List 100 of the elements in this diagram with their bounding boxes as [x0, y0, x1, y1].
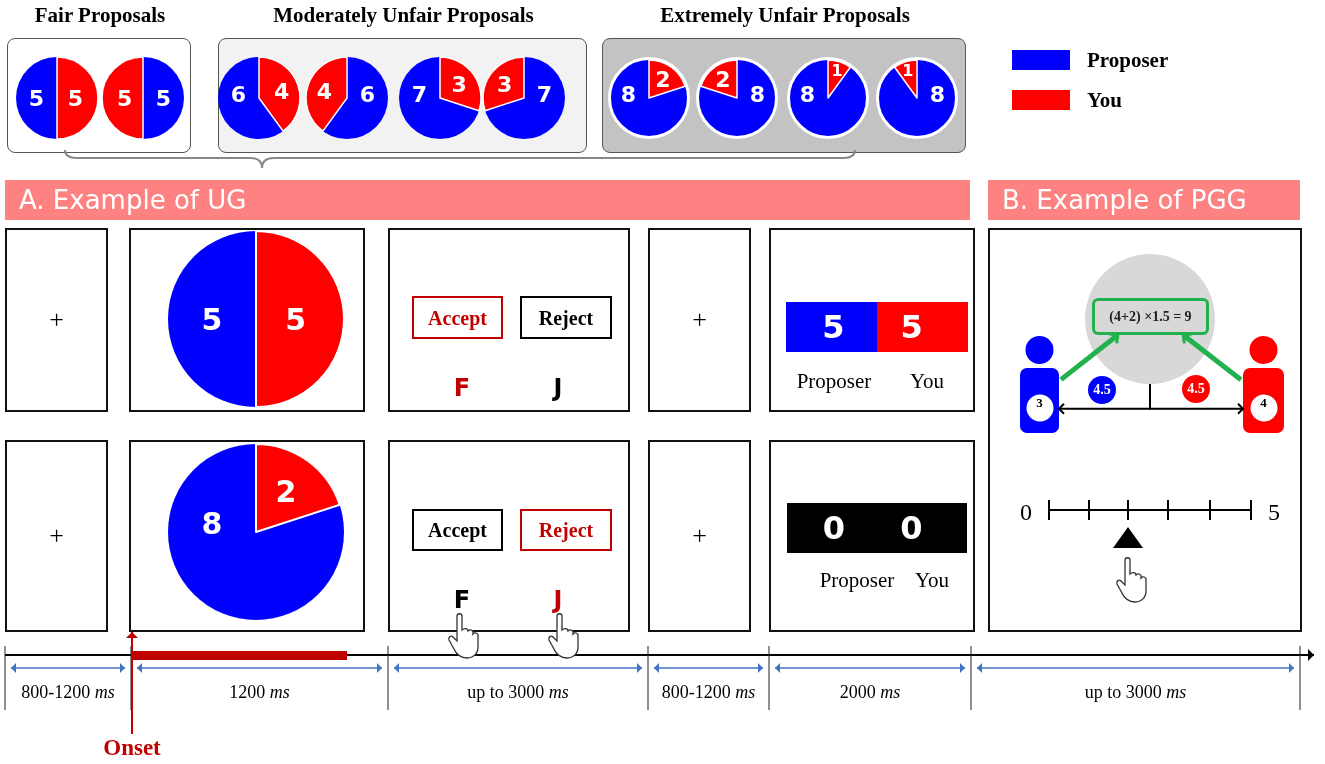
response-key-label: F — [453, 374, 471, 402]
pie-value-label: 8 — [201, 505, 223, 541]
duration-label: 800-1200 ms — [661, 681, 756, 703]
option-label: Reject — [538, 518, 594, 542]
onset-label: Onset — [103, 735, 161, 761]
player-label: Proposer — [796, 368, 872, 394]
legend-label: You — [1087, 87, 1123, 113]
stimulus-screen — [648, 228, 751, 412]
formula-box — [1092, 298, 1209, 335]
payoff-bar — [786, 302, 968, 352]
pie-stimulus — [787, 57, 869, 139]
pie-value-label: 2 — [275, 473, 297, 509]
fixation-cross: + — [692, 305, 707, 335]
pie-value-label: 3 — [497, 71, 513, 97]
pie-value-label: 1 — [902, 60, 914, 80]
scale-label: 5 — [1268, 498, 1280, 526]
pie-value-label: 3 — [451, 71, 467, 97]
pie-stimulus — [608, 57, 690, 139]
arrow — [1149, 383, 1244, 415]
duration-label: 2000 ms — [839, 681, 901, 703]
pie-stimulus — [168, 444, 344, 620]
scale-label: 0 — [1020, 498, 1032, 526]
pie-value-label: 8 — [799, 81, 816, 107]
group-heading: Fair Proposals — [34, 2, 166, 28]
pie-value-label: 8 — [620, 81, 637, 107]
pie-stimulus — [16, 57, 98, 139]
arrow — [1059, 332, 1120, 382]
pie-value-label: 1 — [831, 60, 843, 80]
duration-label: 1200 ms — [229, 681, 290, 703]
pie-stimulus — [218, 57, 300, 139]
contribution-coin — [1182, 375, 1210, 403]
contribution-value: 4.5 — [1093, 382, 1111, 398]
legend-label: Proposer — [1087, 47, 1169, 73]
option-label: Accept — [428, 306, 487, 329]
fixation-cross: + — [49, 305, 64, 335]
stimulus-screen — [5, 440, 108, 632]
pie-value-label: 7 — [536, 81, 553, 107]
pie-stimulus — [168, 231, 344, 407]
option-label: Accept — [428, 518, 487, 542]
stimulus-screen — [388, 228, 630, 412]
stimulus-screen — [388, 440, 630, 632]
payoff-value: 5 — [900, 308, 923, 346]
group-heading: Extremely Unfair Proposals — [660, 2, 910, 28]
stimulus-screen — [988, 228, 1302, 632]
payoff-value: 5 — [822, 308, 845, 346]
duration-label: up to 3000 ms — [1084, 681, 1187, 703]
pie-stimulus — [102, 57, 184, 139]
pie-value-label: 5 — [201, 301, 223, 337]
pie-value-label: 5 — [155, 85, 172, 111]
banner-title: B. Example of PGG — [1002, 185, 1247, 215]
pie-value-label: 8 — [929, 81, 946, 107]
stimulus-screen — [5, 228, 108, 412]
payoff-bar — [787, 503, 967, 553]
section-banner — [5, 180, 970, 220]
response-key-label: F — [453, 586, 471, 614]
pie-stimulus — [306, 57, 388, 139]
pie-value-label: 6 — [359, 81, 376, 107]
duration-label: 800-1200 ms — [21, 681, 115, 703]
pie-value-label: 5 — [116, 85, 133, 111]
duration-label: up to 3000 ms — [467, 681, 569, 703]
pie-value-label: 4 — [273, 78, 290, 104]
stimulus-screen — [769, 440, 975, 632]
pie-stimulus — [876, 57, 958, 139]
fixation-cross: + — [49, 521, 64, 551]
pie-value-label: 2 — [655, 66, 671, 92]
option-box — [412, 509, 503, 551]
player-label: You — [909, 368, 945, 394]
payoff-value: 0 — [822, 509, 846, 547]
pie-stimulus — [399, 57, 481, 139]
contribution-coin — [1088, 376, 1116, 404]
pie-value-label: 4 — [316, 78, 333, 104]
stimulus-screen — [769, 228, 975, 412]
option-label: Reject — [538, 306, 594, 329]
pie-stimulus — [483, 57, 565, 139]
pie-value-label: 5 — [67, 85, 84, 111]
pie-value-label: 2 — [715, 66, 731, 92]
arrow — [1181, 332, 1243, 382]
pie-value-label: 7 — [411, 81, 428, 107]
stimulus-screen — [129, 440, 365, 632]
fixation-cross: + — [692, 521, 707, 551]
group-heading: Moderately Unfair Proposals — [273, 2, 534, 28]
player-label: You — [914, 567, 950, 593]
banner-title: A. Example of UG — [19, 185, 247, 215]
contribution-value: 4.5 — [1187, 381, 1205, 397]
pie-value-label: 6 — [230, 81, 247, 107]
pie-stimulus — [696, 57, 778, 139]
response-key-label: J — [553, 586, 563, 614]
stimulus-screen — [129, 228, 365, 412]
stimulus-screen — [648, 440, 751, 632]
section-banner — [988, 180, 1300, 220]
pie-value-label: 8 — [749, 81, 766, 107]
option-box — [520, 509, 612, 551]
option-box — [520, 296, 612, 339]
payoff-value: 0 — [900, 509, 923, 547]
option-box — [412, 296, 503, 339]
pie-value-label: 5 — [28, 85, 45, 111]
arrow — [126, 631, 138, 735]
pie-value-label: 5 — [285, 301, 307, 337]
formula-text: (4+2) ×1.5 = 9 — [1109, 308, 1192, 325]
player-label: Proposer — [819, 567, 895, 593]
